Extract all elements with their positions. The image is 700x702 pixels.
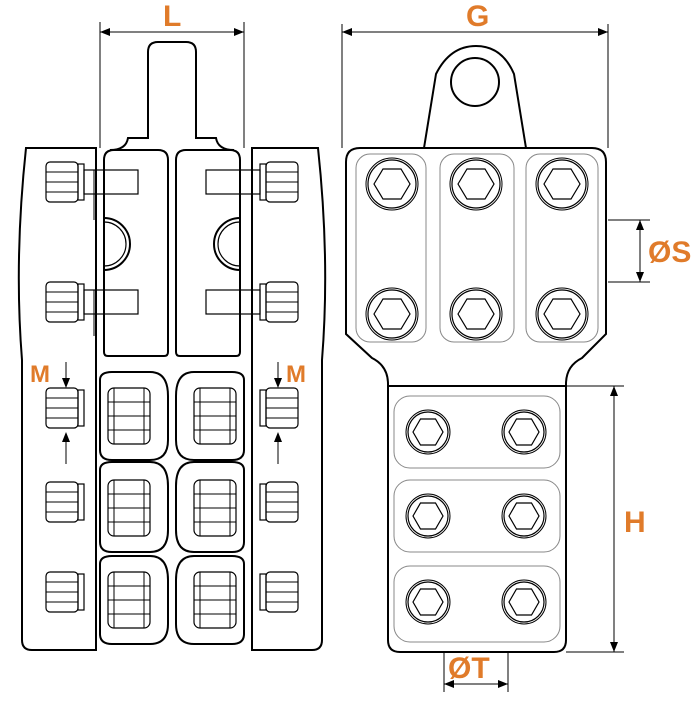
dim-H — [566, 385, 624, 653]
lug — [423, 44, 527, 149]
dim-L — [99, 22, 245, 148]
right-strip — [251, 147, 327, 651]
label-S: ØS — [648, 236, 691, 269]
label-G: G — [466, 0, 489, 33]
label-H: H — [624, 506, 646, 539]
lower-bolts — [45, 371, 299, 645]
right-view — [341, 24, 650, 692]
label-M-right: M — [286, 361, 306, 388]
dim-S — [608, 219, 650, 283]
dim-T — [443, 652, 509, 692]
label-M-left: M — [30, 361, 50, 388]
label-T: ØT — [448, 652, 490, 685]
dim-M-left — [62, 362, 70, 464]
left-view — [17, 22, 327, 651]
dim-G — [341, 24, 609, 148]
label-L: L — [163, 0, 181, 33]
top-tab — [109, 41, 235, 151]
upper-plate — [345, 147, 607, 653]
dim-M-right — [274, 362, 282, 464]
left-strip — [17, 147, 97, 651]
